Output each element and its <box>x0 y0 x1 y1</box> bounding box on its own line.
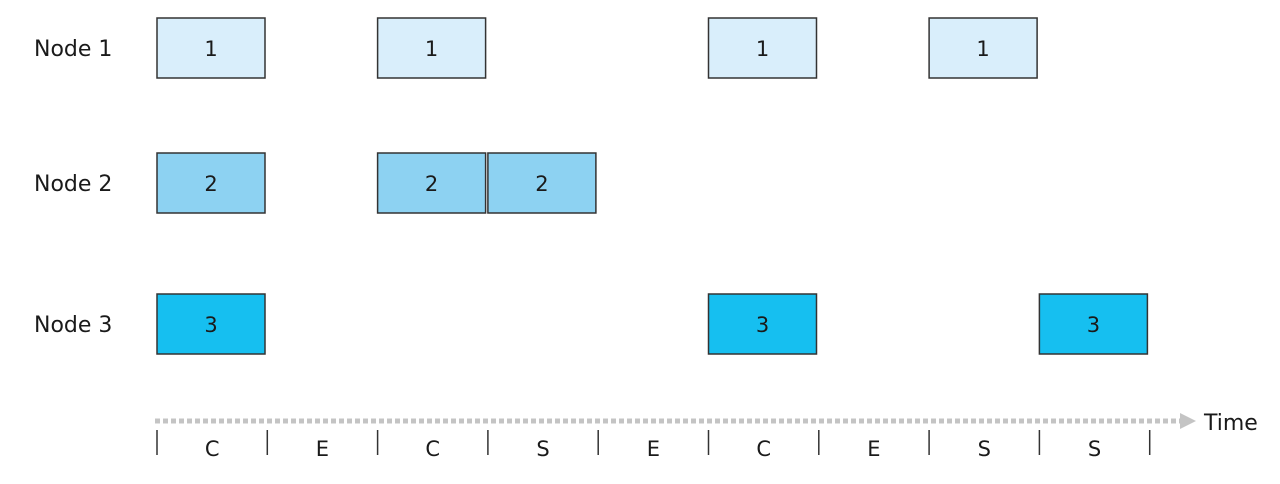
slot-outcome-label: S <box>1088 437 1101 461</box>
slot-outcome-label: E <box>316 437 329 461</box>
frame-box <box>707 293 818 355</box>
frame-box <box>156 17 266 79</box>
frame-label: 2 <box>425 172 438 196</box>
frame: 1 <box>376 17 487 79</box>
frame-label: 1 <box>204 37 217 61</box>
frame-label: 3 <box>756 313 769 337</box>
frame: 1 <box>707 17 818 79</box>
frame-box <box>1038 293 1149 355</box>
frame-box <box>156 293 266 355</box>
node-label: Node 2 <box>34 172 112 197</box>
frame: 1 <box>928 17 1038 79</box>
frame-box <box>928 17 1038 79</box>
frame: 3 <box>156 293 266 355</box>
time-axis-label: Time <box>1203 411 1258 436</box>
frame-label: 1 <box>756 37 769 61</box>
frame: 3 <box>1038 293 1149 355</box>
frame-box <box>376 152 487 214</box>
slot-outcome-label: S <box>978 437 991 461</box>
node-label: Node 3 <box>34 313 112 338</box>
slot-outcome-label: E <box>647 437 660 461</box>
slot-outcome-label: E <box>867 437 880 461</box>
frame-label: 1 <box>425 37 438 61</box>
frame-box <box>376 17 487 79</box>
frame: 3 <box>707 293 818 355</box>
frame: 2 <box>156 152 266 214</box>
slot-outcome-label: S <box>536 437 549 461</box>
slot-outcome-label: C <box>205 437 220 461</box>
node-row-3: Node 3 3 3 3 <box>34 293 1149 355</box>
node-label: Node 1 <box>34 37 112 62</box>
frame: 2 <box>487 152 597 214</box>
frame-label: 2 <box>535 172 548 196</box>
frame-label: 3 <box>1087 313 1100 337</box>
frame-label: 2 <box>204 172 217 196</box>
frame: 1 <box>156 17 266 79</box>
frame-label: 1 <box>976 37 989 61</box>
node-row-2: Node 2 2 2 2 <box>34 152 597 214</box>
time-axis-arrowhead <box>1180 413 1196 429</box>
frame-box <box>707 17 818 79</box>
slot-outcome-label: C <box>756 437 771 461</box>
slot-outcome-label: C <box>425 437 440 461</box>
frame-label: 3 <box>204 313 217 337</box>
node-row-1: Node 1 1 1 1 1 <box>34 17 1038 79</box>
frame: 2 <box>376 152 487 214</box>
frame-box <box>156 152 266 214</box>
frame-box <box>487 152 597 214</box>
